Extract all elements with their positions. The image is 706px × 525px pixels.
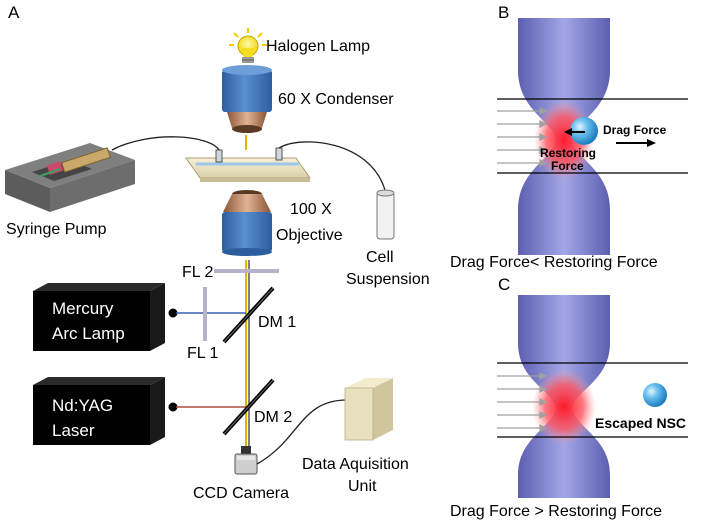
mercury-label-line1: Mercury <box>52 299 114 318</box>
syringe-tubing <box>111 136 220 151</box>
ndyag-laser <box>33 377 179 445</box>
dm1-mirror-highlight <box>223 287 274 343</box>
ccd-camera-icon <box>234 446 258 475</box>
mercury-arc-lamp <box>33 283 179 351</box>
objective-lens <box>222 190 272 256</box>
restoring-force-label-line1: Restoring <box>540 146 596 160</box>
panel-c-trap <box>497 295 688 498</box>
escaped-nsc-label: Escaped NSC <box>595 415 686 431</box>
fl2-label: FL 2 <box>182 264 214 281</box>
data-acquisition-unit <box>344 378 393 441</box>
syringe-pump-label: Syringe Pump <box>6 221 107 238</box>
cell-suspension-label-line1: Cell <box>366 249 394 266</box>
fl1-label: FL 1 <box>187 345 219 362</box>
optical-axis-beam <box>245 135 250 460</box>
dm2-mirror-highlight <box>223 379 274 435</box>
mercury-label-line2: Arc Lamp <box>52 324 125 343</box>
cell-suspension-vial <box>376 189 395 240</box>
dm2-label: DM 2 <box>254 409 292 426</box>
panel-label-b: B <box>498 3 509 22</box>
drag-force-label: Drag Force <box>603 123 667 137</box>
escaped-bead <box>643 383 667 407</box>
condenser-label: 60 X Condenser <box>278 91 394 108</box>
panel-label-c: C <box>498 275 510 294</box>
caption-c: Drag Force > Restoring Force <box>450 503 662 520</box>
dm1-label: DM 1 <box>258 314 296 331</box>
halogen-lamp-icon <box>229 28 267 63</box>
ndyag-label-line2: Laser <box>52 421 95 440</box>
flow-arrows-c <box>497 372 548 432</box>
caption-b: Drag Force< Restoring Force <box>450 254 658 271</box>
ccd-camera-label: CCD Camera <box>193 485 289 502</box>
trap-focus-c <box>532 369 596 445</box>
flow-arrows-b <box>497 107 548 167</box>
drag-arrow-head <box>647 139 656 147</box>
panel-b-trap <box>497 18 688 255</box>
condenser-lens <box>222 65 272 133</box>
daq-label-line2: Unit <box>348 478 377 495</box>
panel-label-a: A <box>8 3 20 22</box>
restoring-arrow-head <box>564 128 572 136</box>
cell-suspension-tubing <box>278 141 386 191</box>
halogen-lamp-label: Halogen Lamp <box>266 38 370 55</box>
sample-stage <box>185 147 311 182</box>
cell-suspension-label-line2: Suspension <box>346 271 430 288</box>
objective-label-line2: Objective <box>276 227 343 244</box>
ndyag-label-line1: Nd:YAG <box>52 396 113 415</box>
daq-label-line1: Data Aquisition <box>302 456 409 473</box>
objective-label-line1: 100 X <box>290 201 332 218</box>
restoring-force-label-line2: Force <box>551 159 584 173</box>
daq-cable <box>256 399 348 465</box>
syringe-pump-icon <box>5 143 135 212</box>
